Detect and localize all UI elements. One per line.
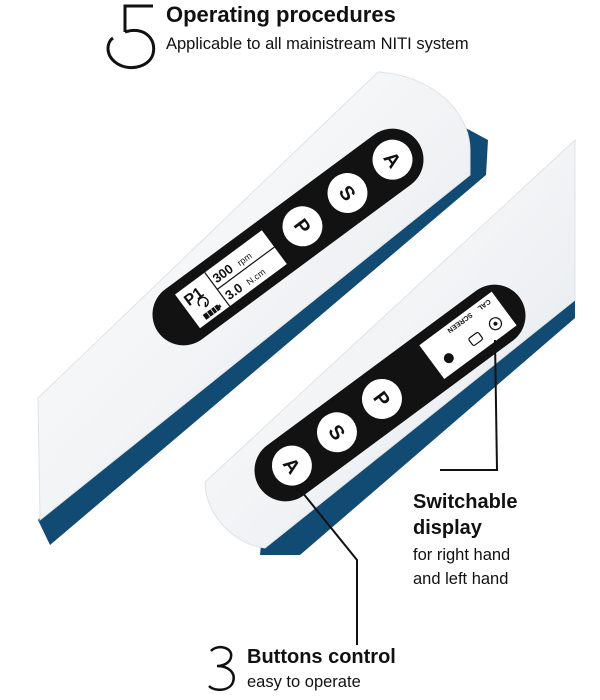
display-callout-line bbox=[440, 339, 499, 471]
battery-icon bbox=[202, 304, 222, 320]
number-three-icon bbox=[208, 645, 235, 691]
display-callout-title-2: display bbox=[413, 517, 482, 539]
handpiece-left: P1 300 rpm 3.0 N.cm P S A bbox=[37, 71, 488, 545]
number-five-icon bbox=[106, 4, 156, 70]
rotation-icon bbox=[197, 296, 209, 308]
buttons-section-title: Buttons control bbox=[247, 646, 396, 668]
section-title: Operating procedures bbox=[166, 2, 396, 27]
calibrate-icon bbox=[488, 317, 503, 331]
display-callout-title-1: Switchable bbox=[413, 491, 518, 513]
buttons-callout-line bbox=[297, 486, 358, 645]
back-icon bbox=[443, 353, 454, 364]
buttons-section-subtitle: easy to operate bbox=[247, 673, 361, 691]
display-callout-line-1: for right hand bbox=[413, 546, 511, 564]
section-subtitle: Applicable to all mainistream NITI syste… bbox=[166, 35, 469, 53]
screen-flip-icon bbox=[468, 331, 483, 346]
display-callout-line-2: and left hand bbox=[413, 570, 509, 588]
